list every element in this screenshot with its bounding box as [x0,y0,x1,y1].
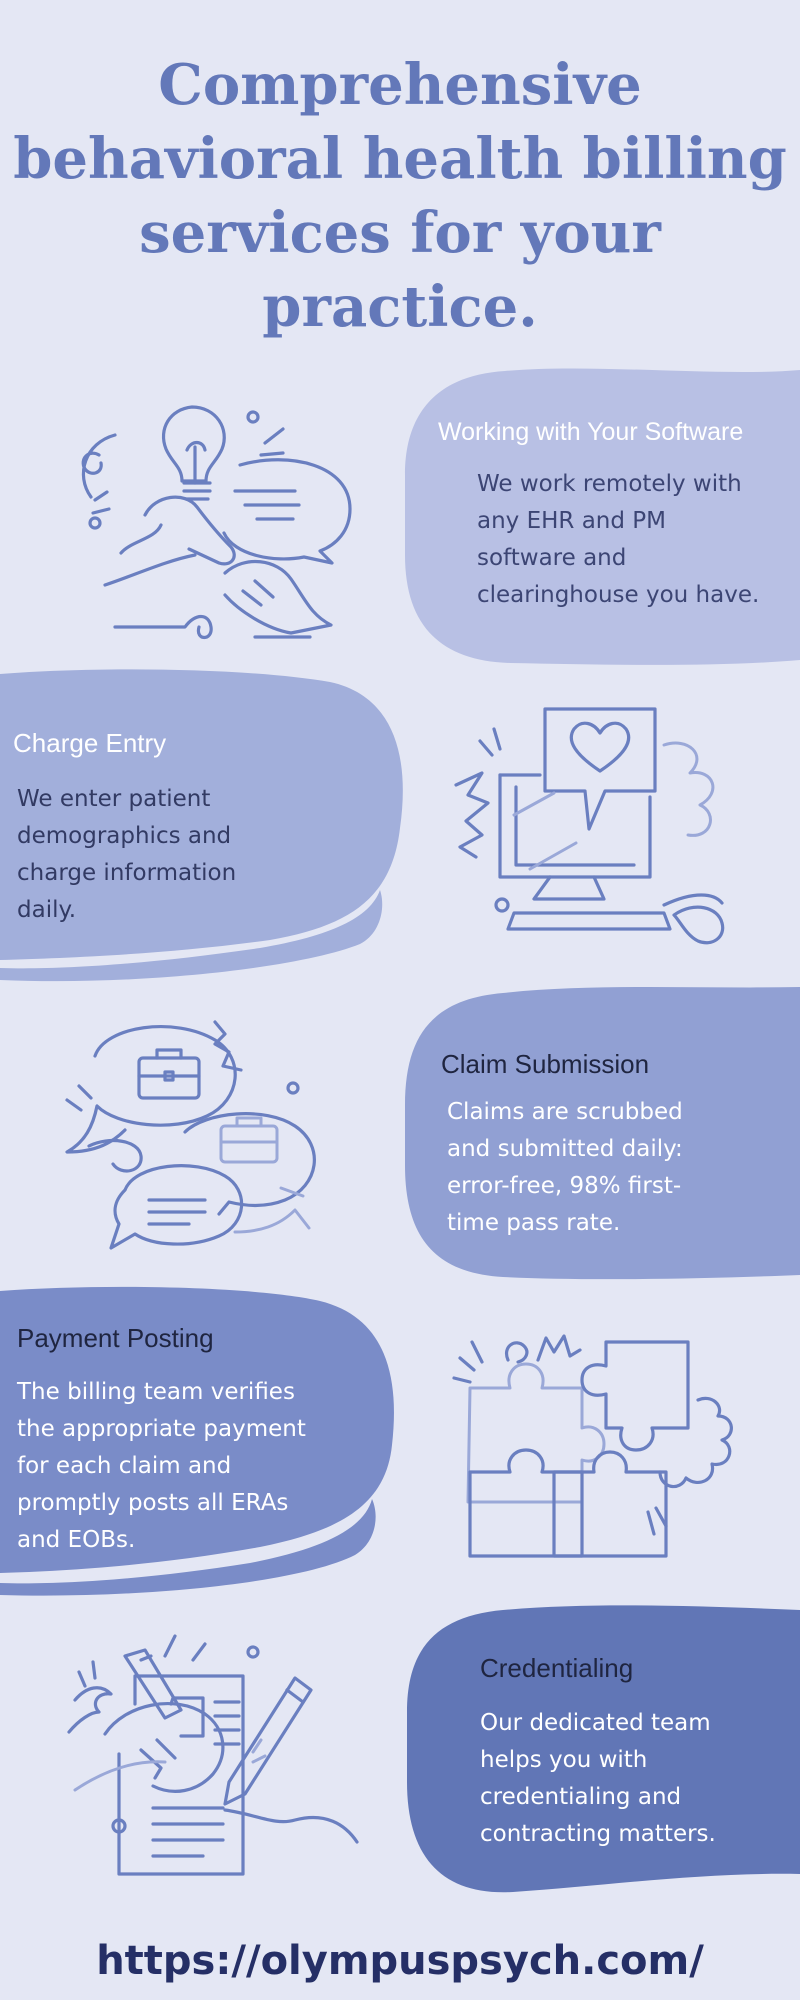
section-1-body: We work remotely with any EHR and PM sof… [477,471,760,608]
computer-heart-message-icon [450,705,725,955]
section-3-card [405,987,800,1280]
section-5-body: Our dedicated team helps you with creden… [480,1710,716,1847]
section-2-title: Charge Entry [13,728,167,758]
puzzle-pieces-icon [450,1330,735,1565]
section-1-title: Working with Your Software [438,418,744,446]
section-3-body: Claims are scrubbed and submitted daily:… [447,1099,683,1236]
section-4-body: The billing team verifies the appropriat… [17,1379,306,1553]
section-4-card [0,1286,394,1596]
section-3-title: Claim Submission [441,1049,650,1079]
hand-writing-document-icon [65,1634,375,1880]
briefcase-speech-bubbles-icon [65,1020,330,1260]
page-title: Comprehensive behavioral health billing … [13,52,787,340]
website-link[interactable]: https://olympuspsych.com/ [96,1938,704,1984]
section-2-card [0,669,403,982]
section-2-body: We enter patient demographics and charge… [17,786,237,923]
lightbulb-hands-chat-icon [75,395,360,650]
section-1-card [405,368,800,665]
section-5-card [407,1605,800,1893]
section-5-title: Credentialing [480,1653,634,1683]
section-4-title: Payment Posting [17,1323,214,1353]
